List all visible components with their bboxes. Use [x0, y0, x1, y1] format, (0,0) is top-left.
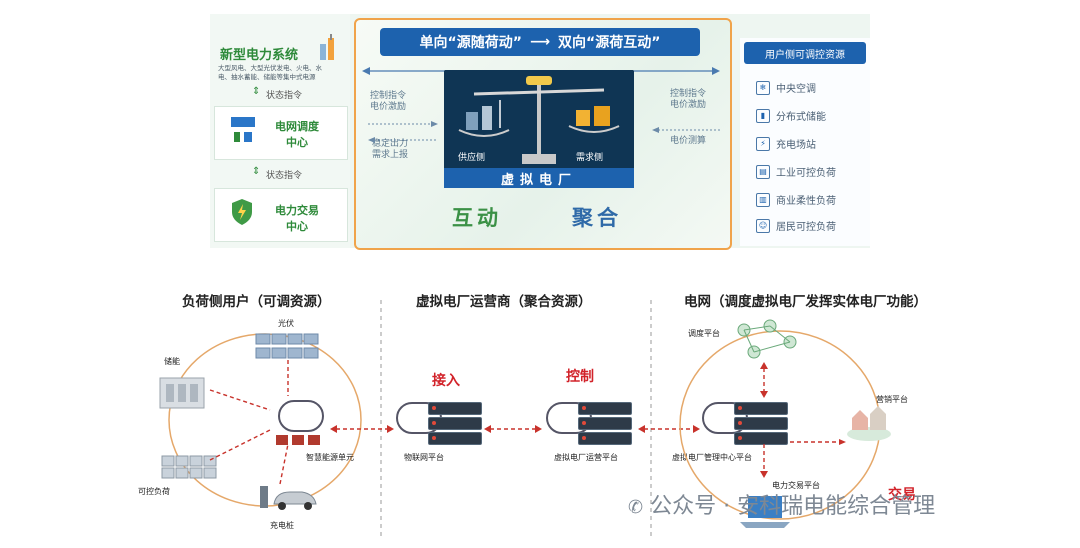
- resource-label: 居民可控负荷: [776, 222, 836, 233]
- right-arrow-label-1: 控制指令: [670, 89, 707, 99]
- resource-label: 中央空调: [776, 84, 816, 95]
- controllable-load-label: 可控负荷: [138, 487, 170, 496]
- operator-platform-label: 虚拟电厂运营平台: [554, 453, 618, 462]
- vertical-arrow: [760, 362, 768, 398]
- dispatch-center-label: 电网调度中心: [275, 120, 319, 149]
- people-icon: ☺: [756, 218, 770, 233]
- inflow-arrows: [200, 360, 320, 490]
- resource-item: ▤ 工业可控负荷: [756, 164, 836, 179]
- trading-platform-label: 电力交易平台: [772, 481, 820, 490]
- resource-label: 分布式储能: [776, 112, 826, 123]
- cloud-icon: [278, 400, 324, 432]
- marketing-arrow: [790, 430, 846, 445]
- left-arrow-label-4: 需求上报: [372, 150, 409, 160]
- state-command-label-1: 状态指令: [266, 91, 303, 101]
- dispatch-screen-icon: [230, 116, 256, 146]
- shield-lightning-icon: [230, 198, 254, 226]
- factory-icon: ▤: [756, 164, 770, 179]
- new-power-system-subtitle-2: 电、抽水蓄能、储能等集中式电源: [218, 73, 316, 81]
- control-label: 控制: [566, 369, 594, 385]
- right-arrow-line: [652, 118, 722, 133]
- state-command-label-2: 状态指令: [266, 171, 303, 181]
- building-icon: ▥: [756, 192, 770, 207]
- double-arrow-line: [362, 60, 720, 75]
- resource-label: 工业可控负荷: [776, 168, 836, 179]
- storage-icon: [158, 370, 206, 410]
- server-icon: [734, 402, 788, 445]
- pv-panel-icon: [254, 332, 320, 362]
- resource-item: ❄ 中央空调: [756, 80, 816, 95]
- access-label: 接入: [432, 373, 460, 389]
- battery-icon: ▮: [756, 108, 770, 123]
- banner: 单向“源随荷动” ⟶ 双向“源荷互动”: [380, 28, 700, 56]
- houses-icon: [846, 402, 892, 442]
- link-arrows: [330, 418, 700, 433]
- pv-label: 光伏: [278, 319, 294, 328]
- resource-item: ▥ 商业柔性负荷: [756, 192, 836, 207]
- trade-center-label: 电力交易中心: [275, 204, 319, 233]
- left-arrow-label-1: 控制指令: [370, 91, 407, 101]
- updown-arrow-icon-2: ⇕: [252, 166, 261, 177]
- power-plant-icon: [318, 34, 338, 60]
- watermark-text: 公众号 · 安科瑞电能综合管理: [650, 494, 936, 519]
- right-arrow-label-2: 电价激励: [670, 100, 707, 110]
- marketing-platform-label: 营销平台: [876, 395, 908, 404]
- banner-left-text: 单向“源随荷动”: [419, 35, 522, 51]
- section-title-load: 负荷侧用户（可调资源）: [182, 294, 331, 310]
- left-arrow-label-3: 稳定出力: [372, 139, 409, 149]
- vpp-label: 虚拟电厂: [444, 168, 634, 188]
- new-power-system-title: 新型电力系统: [220, 48, 299, 63]
- banner-right-text: 双向“源荷互动”: [558, 35, 661, 51]
- left-arrow-line: [368, 112, 438, 127]
- snowflake-icon: ❄: [756, 80, 770, 95]
- charging-icon: ⚡: [756, 136, 770, 151]
- left-arrow-line-2: [368, 128, 438, 143]
- arrow-right-icon: ⟶: [529, 34, 551, 50]
- trade-label: 交易: [888, 487, 916, 503]
- smart-energy-unit-label: 智慧能源单元: [306, 453, 354, 462]
- resource-column: [740, 38, 870, 246]
- aggregate-word: 聚合: [572, 205, 622, 230]
- resource-item: ⚡ 充电场站: [756, 136, 816, 151]
- storage-label: 储能: [164, 357, 180, 366]
- iot-platform-label: 物联网平台: [404, 453, 444, 462]
- interact-word: 互动: [452, 205, 502, 230]
- server-icon: [578, 402, 632, 445]
- ev-icon: [258, 484, 320, 512]
- updown-arrow-icon: ⇕: [252, 86, 261, 97]
- section-title-operator: 虚拟电厂运营商（聚合资源）: [416, 294, 592, 310]
- resource-item: ▮ 分布式储能: [756, 108, 826, 123]
- smart-unit-icon: [276, 430, 322, 445]
- demand-side-label: 需求侧: [576, 153, 604, 163]
- new-power-system-subtitle-1: 大型风电、大型光伏发电、火电、水: [218, 64, 322, 72]
- charging-pile-label: 充电桩: [270, 521, 294, 530]
- watermark: ✆ 公众号 · 安科瑞电能综合管理: [628, 488, 935, 520]
- left-arrow-label-2: 电价激励: [370, 102, 407, 112]
- resource-label: 充电场站: [776, 140, 816, 151]
- laptop-icon: [740, 494, 790, 528]
- dispatch-network-icon: [730, 318, 800, 362]
- controllable-load-icon: [160, 452, 222, 482]
- wechat-icon: ✆: [628, 497, 644, 518]
- server-icon: [428, 402, 482, 445]
- supply-side-label: 供应侧: [458, 153, 486, 163]
- dispatch-platform-label: 调度平台: [688, 329, 720, 338]
- section-title-grid: 电网（调度虚拟电厂发挥实体电厂功能）: [684, 294, 927, 310]
- vertical-arrow-2: [760, 444, 768, 478]
- resource-header: 用户侧可调控资源: [744, 42, 866, 64]
- vpp-mgmt-center-label: 虚拟电厂管理中心平台: [672, 453, 752, 462]
- resource-label: 商业柔性负荷: [776, 196, 836, 207]
- resource-item: ☺ 居民可控负荷: [756, 218, 836, 233]
- right-arrow-label-3: 电价测算: [670, 136, 707, 146]
